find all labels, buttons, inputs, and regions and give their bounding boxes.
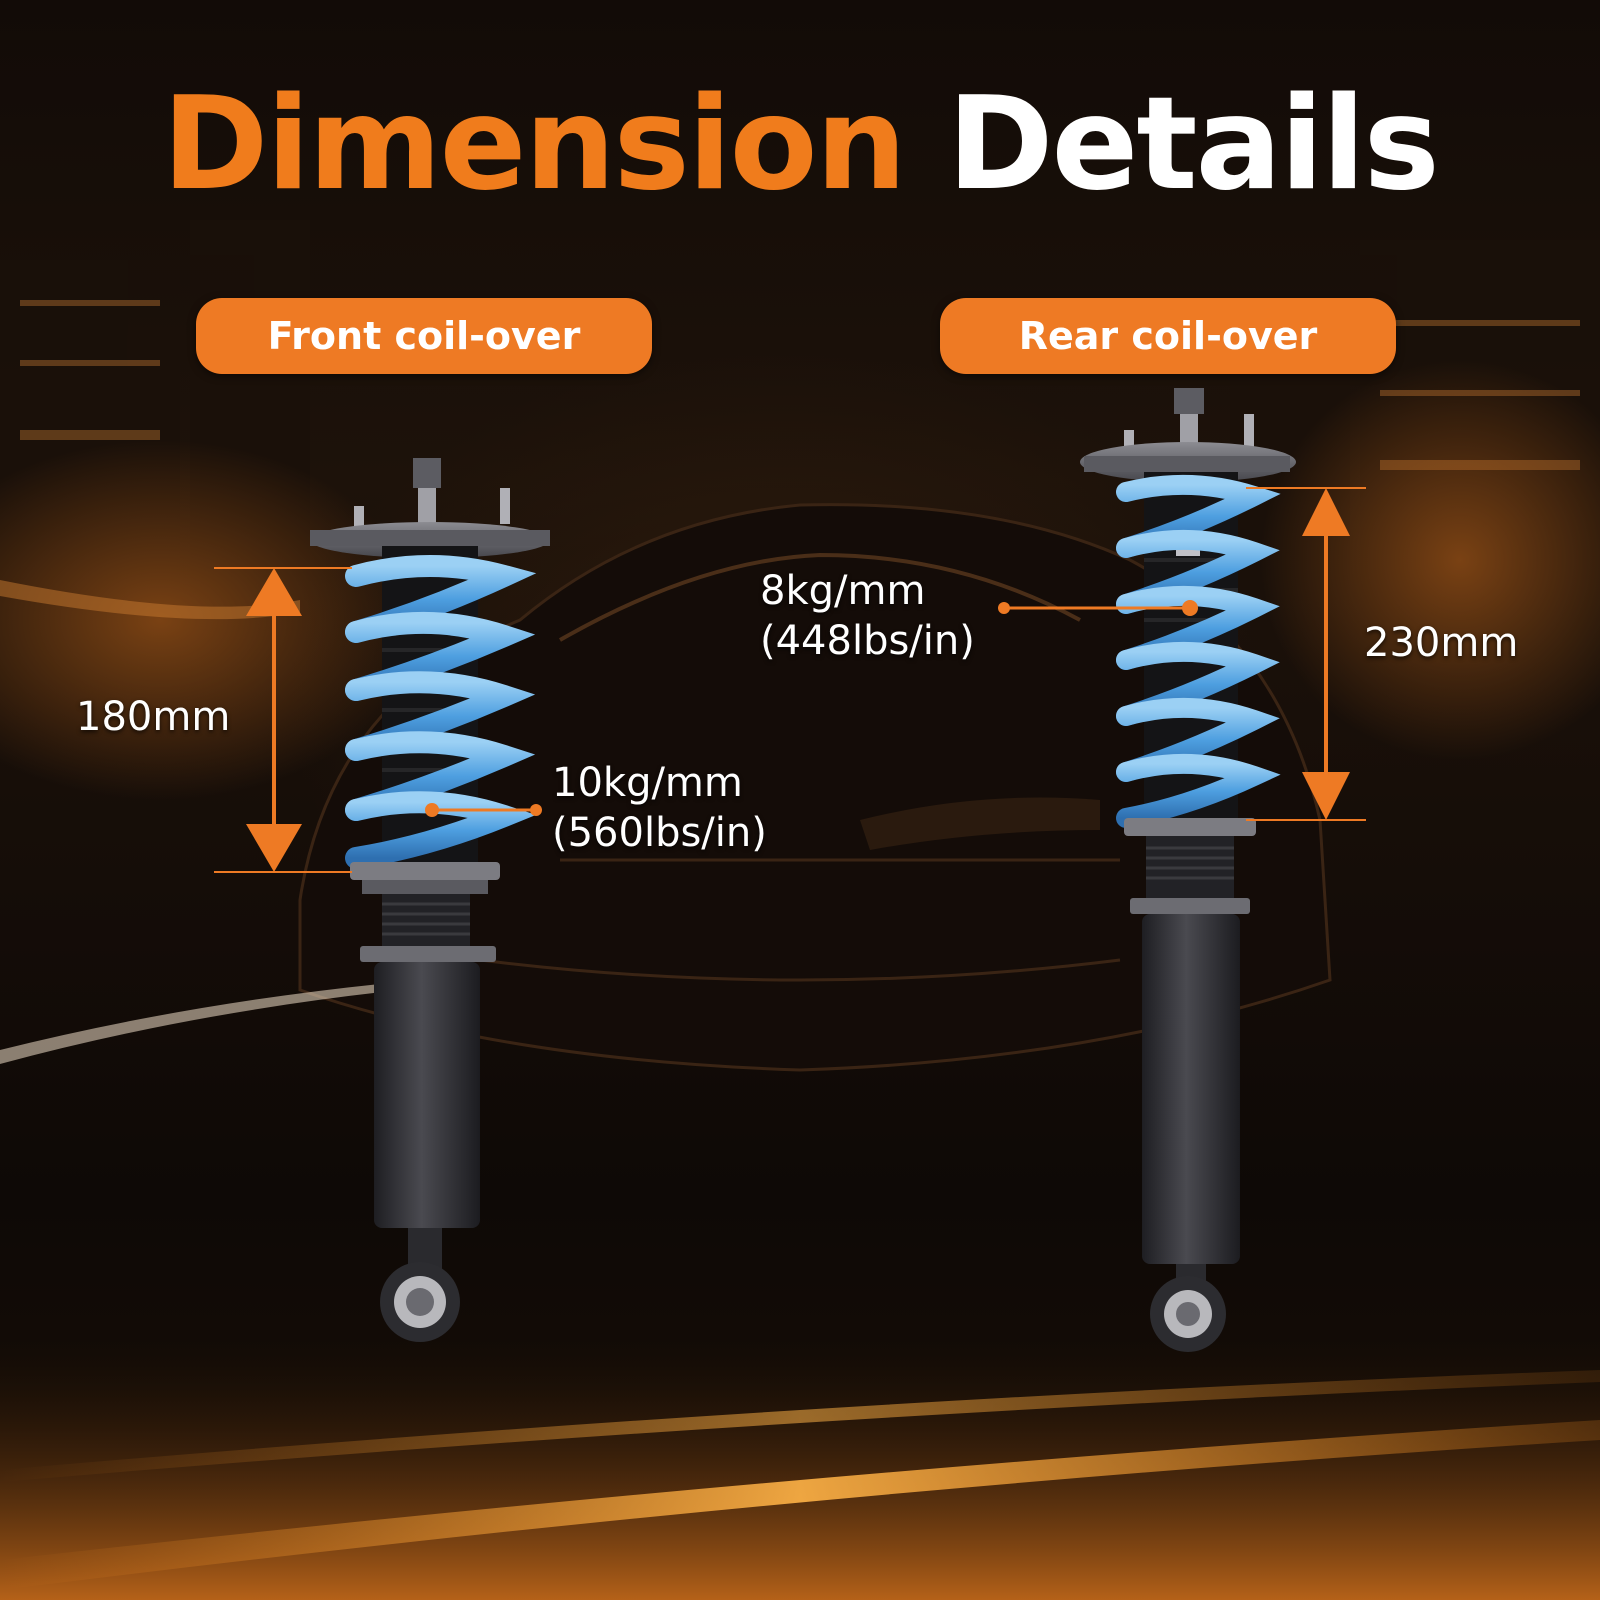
- car-silhouette: [298, 503, 1332, 1072]
- rear-length-label: 230mm: [1364, 620, 1519, 666]
- front-spring-rate: 10kg/mm (560lbs/in): [552, 758, 767, 858]
- page-title: Dimension Details: [0, 70, 1600, 220]
- title-word-dimension: Dimension: [162, 70, 907, 219]
- rear-coilover-shock: [1080, 388, 1296, 1352]
- front-rate-leader: [425, 803, 542, 817]
- front-coilover-shock: [310, 458, 550, 1342]
- front-dimension-arrow: [214, 567, 352, 873]
- front-rate-imperial: (560lbs/in): [552, 810, 767, 856]
- light-streak-1: [0, 1420, 1600, 1590]
- right-glow: [1260, 360, 1600, 760]
- rear-rate-leader: [998, 600, 1198, 616]
- rear-spring-rate: 8kg/mm (448lbs/in): [760, 566, 975, 666]
- rear-rate-metric: 8kg/mm: [760, 568, 926, 614]
- light-streak-2: [0, 1370, 1600, 1482]
- rear-rate-imperial: (448lbs/in): [760, 618, 975, 664]
- rear-spring-coils: [1116, 474, 1281, 828]
- rear-dimension-arrow: [1246, 487, 1366, 821]
- title-word-details: Details: [947, 70, 1440, 219]
- front-spring-coils: [345, 555, 537, 869]
- rear-coilover-label: Rear coil-over: [940, 298, 1396, 374]
- light-streak-4: [0, 580, 300, 620]
- front-length-label: 180mm: [76, 694, 231, 740]
- front-rate-metric: 10kg/mm: [552, 760, 743, 806]
- front-coilover-label: Front coil-over: [196, 298, 652, 374]
